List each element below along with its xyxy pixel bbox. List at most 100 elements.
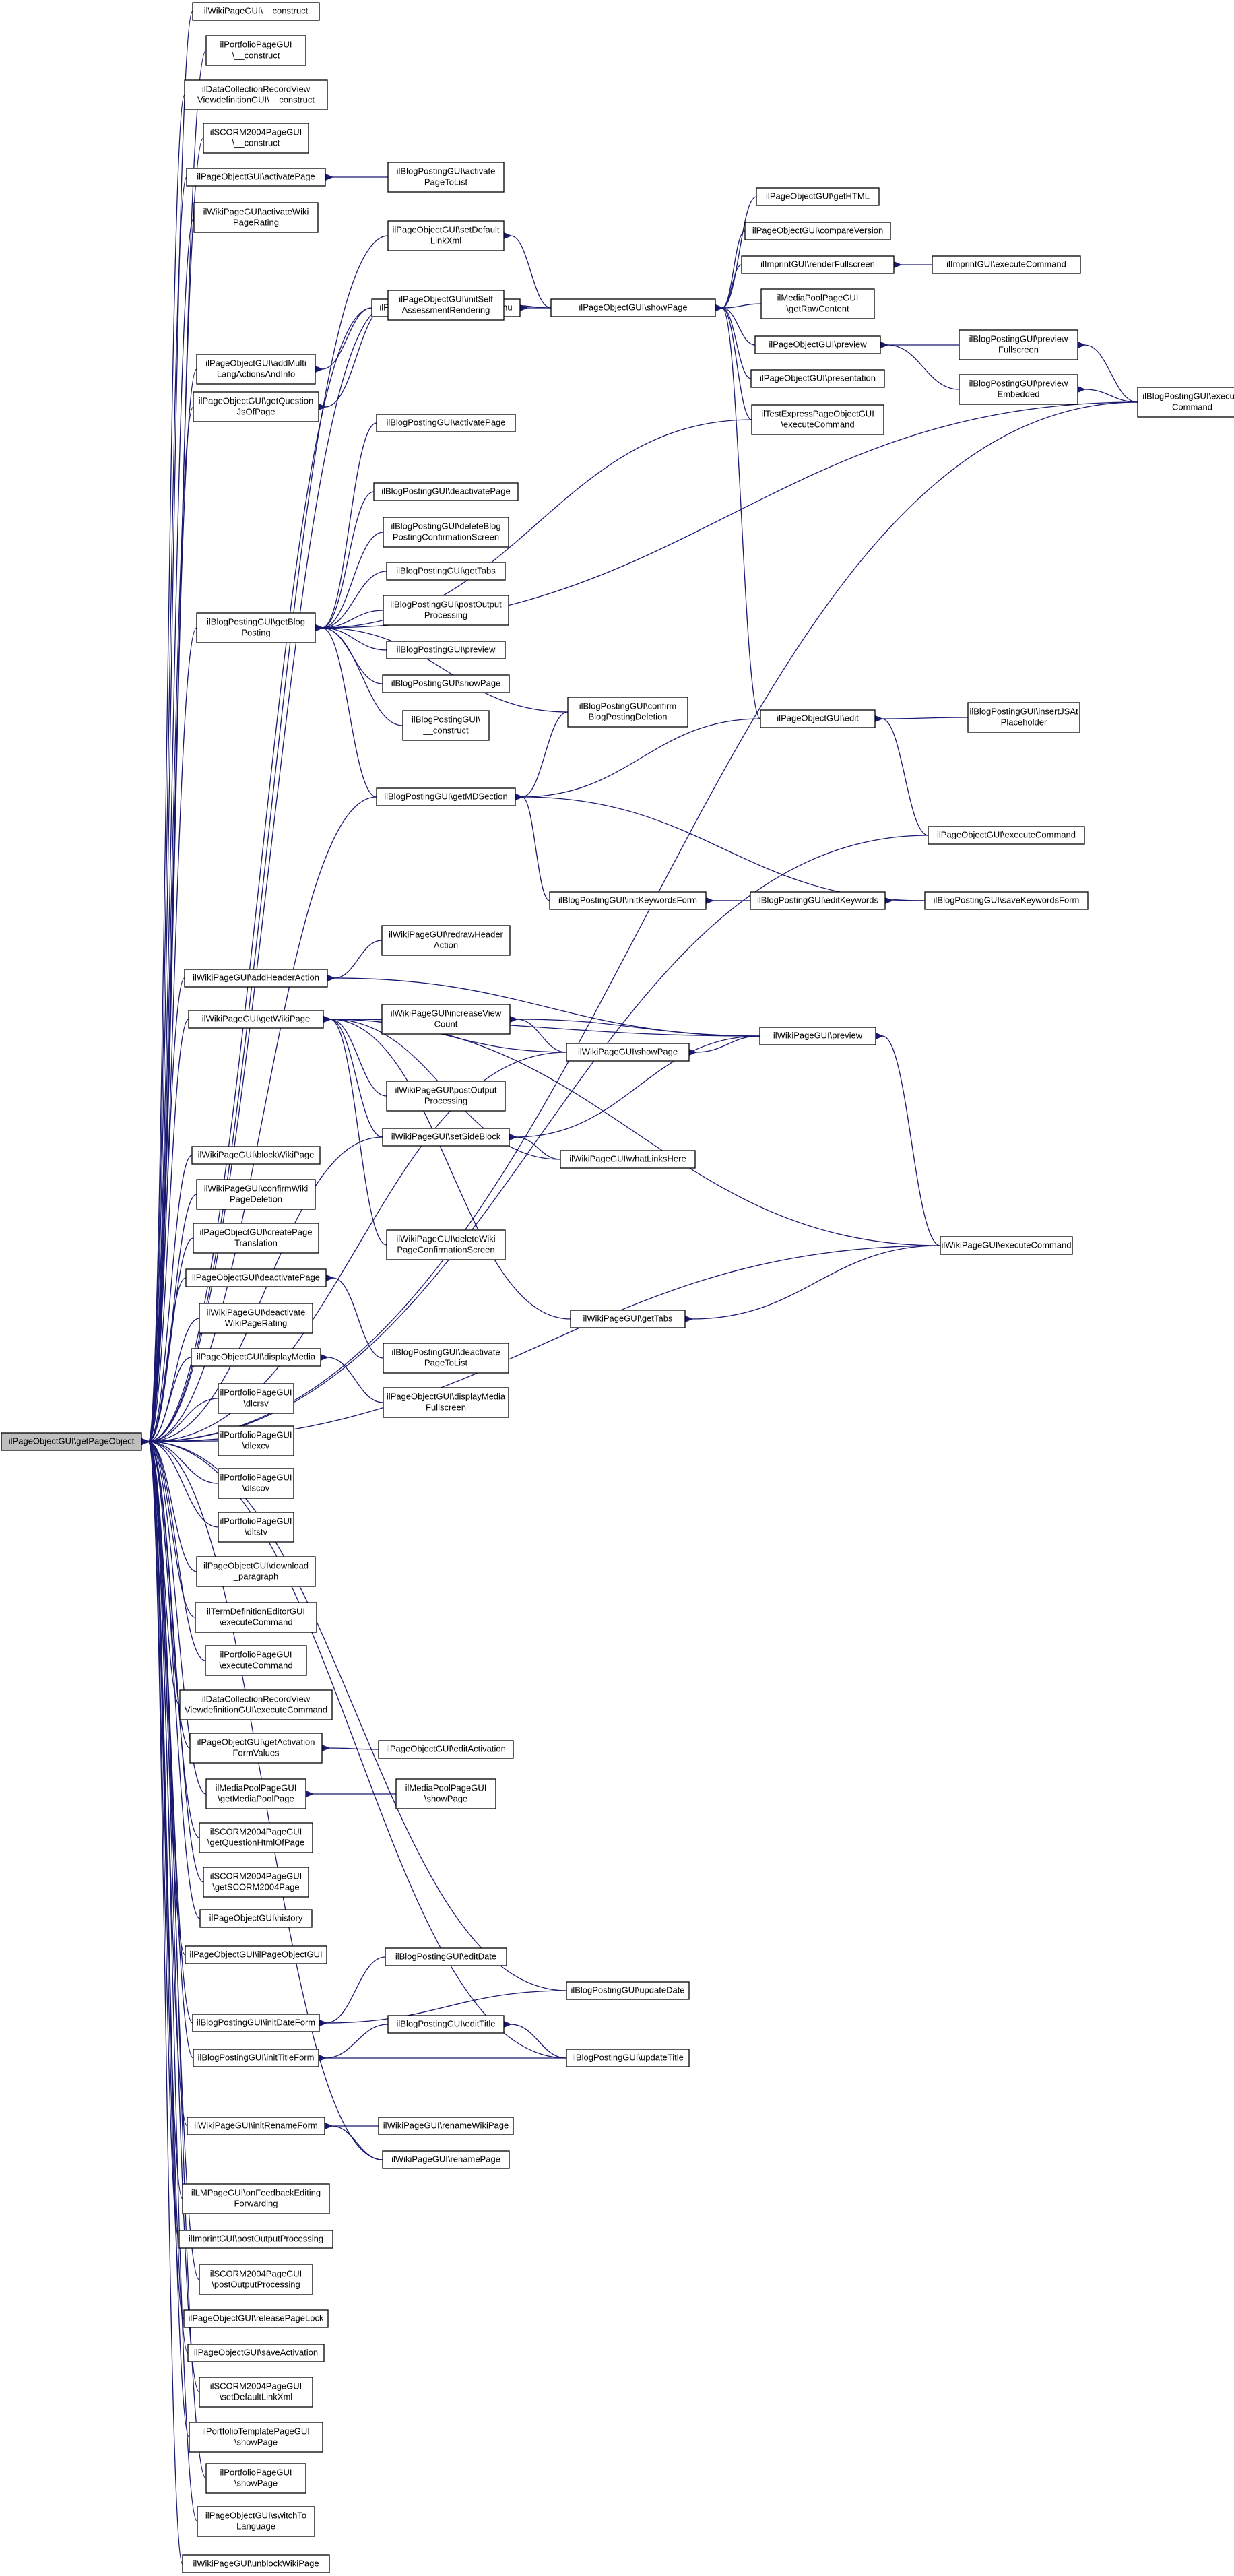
caller-node[interactable]: ilPortfolioPageGUI\dlscov xyxy=(218,1468,294,1499)
node-label: ilWikiPageGUI\postOutput xyxy=(395,1085,496,1095)
caller-node[interactable]: ilSCORM2004PageGUI\postOutputProcessing xyxy=(199,2264,313,2295)
caller-node[interactable]: ilWikiPageGUI\executeCommand xyxy=(940,1236,1073,1255)
caller-node[interactable]: ilBlogPostingGUI\deactivatePage xyxy=(373,482,519,501)
caller-node[interactable]: ilWikiPageGUI\deleteWikiPageConfirmation… xyxy=(386,1229,506,1260)
caller-node[interactable]: ilWikiPageGUI\preview xyxy=(759,1027,876,1045)
caller-node[interactable]: ilWikiPageGUI\postOutputProcessing xyxy=(386,1081,506,1112)
caller-node[interactable]: ilMediaPoolPageGUI\getRawContent xyxy=(760,288,875,319)
caller-node[interactable]: ilPageObjectGUI\saveActivation xyxy=(187,2344,325,2362)
caller-node[interactable]: ilWikiPageGUI\whatLinksHere xyxy=(560,1150,696,1169)
caller-node[interactable]: ilDataCollectionRecordViewViewdefinition… xyxy=(184,79,328,110)
caller-node[interactable]: ilPageObjectGUI\presentation xyxy=(750,369,885,388)
caller-node[interactable]: ilBlogPostingGUI\confirmBlogPostingDelet… xyxy=(567,697,688,728)
caller-node[interactable]: ilWikiPageGUI\getTabs xyxy=(570,1310,686,1328)
caller-node[interactable]: ilWikiPageGUI\showPage xyxy=(566,1043,690,1062)
caller-node[interactable]: ilWikiPageGUI\initRenameForm xyxy=(187,2117,325,2135)
caller-node[interactable]: ilPageObjectGUI\history xyxy=(199,1909,313,1928)
caller-node[interactable]: ilBlogPostingGUI\initTitleForm xyxy=(193,2049,319,2067)
caller-node[interactable]: ilBlogPostingGUI\editKeywords xyxy=(750,891,886,910)
caller-node[interactable]: ilBlogPostingGUI\editDate xyxy=(385,1947,507,1966)
caller-node[interactable]: ilPageObjectGUI\setDefaultLinkXml xyxy=(387,220,505,251)
caller-node[interactable]: ilBlogPostingGUI\deleteBlogPostingConfir… xyxy=(383,517,509,548)
caller-node[interactable]: ilBlogPostingGUI\getTabs xyxy=(386,562,506,581)
caller-node[interactable]: ilPageObjectGUI\initSelfAssessmentRender… xyxy=(387,290,505,321)
caller-node[interactable]: ilSCORM2004PageGUI\getSCORM2004Page xyxy=(203,1867,309,1898)
caller-node[interactable]: ilWikiPageGUI\addHeaderAction xyxy=(184,969,328,988)
caller-node[interactable]: ilPageObjectGUI\deactivatePage xyxy=(185,1268,327,1287)
caller-node[interactable]: ilBlogPostingGUI\activatePage xyxy=(376,414,516,432)
caller-node[interactable]: ilImprintGUI\renderFullscreen xyxy=(741,255,895,274)
root-node[interactable]: ilPageObjectGUI\getPageObject xyxy=(1,1432,142,1451)
caller-node[interactable]: ilBlogPostingGUI\saveKeywordsForm xyxy=(924,891,1089,910)
caller-node[interactable]: ilPageObjectGUI\compareVersion xyxy=(744,222,891,240)
caller-node[interactable]: ilPageObjectGUI\download_paragraph xyxy=(196,1556,316,1587)
caller-node[interactable]: ilBlogPostingGUI\updateDate xyxy=(566,1981,690,2000)
call-edge xyxy=(515,711,569,801)
caller-node[interactable]: ilWikiPageGUI\setSideBlock xyxy=(382,1128,510,1147)
caller-node[interactable]: ilWikiPageGUI\unblockWikiPage xyxy=(182,2554,330,2573)
caller-node[interactable]: ilPageObjectGUI\displayMedia xyxy=(191,1348,321,1367)
caller-node[interactable]: ilPageObjectGUI\editActivation xyxy=(378,1740,514,1759)
caller-node[interactable]: ilMediaPoolPageGUI\showPage xyxy=(395,1778,496,1809)
caller-node[interactable]: ilPortfolioPageGUI\showPage xyxy=(205,2463,306,2494)
caller-node[interactable]: ilBlogPostingGUI\__construct xyxy=(402,710,490,741)
caller-node[interactable]: ilPageObjectGUI\getHTML xyxy=(756,187,880,206)
caller-node[interactable]: ilBlogPostingGUI\getMDSection xyxy=(376,787,516,806)
caller-node[interactable]: ilPageObjectGUI\releasePageLock xyxy=(183,2309,329,2328)
caller-node[interactable]: ilWikiPageGUI\blockWikiPage xyxy=(191,1146,321,1165)
caller-node[interactable]: ilWikiPageGUI\renamePage xyxy=(382,2150,510,2169)
caller-node[interactable]: ilWikiPageGUI\__construct xyxy=(192,2,320,21)
caller-node[interactable]: ilPageObjectGUI\addMultiLangActionsAndIn… xyxy=(196,354,316,385)
caller-node[interactable]: ilPortfolioPageGUI\executeCommand xyxy=(205,1645,307,1676)
caller-node[interactable]: ilWikiPageGUI\getWikiPage xyxy=(188,1010,324,1029)
caller-node[interactable]: ilPageObjectGUI\activatePage xyxy=(186,168,326,187)
caller-node[interactable]: ilSCORM2004PageGUI\__construct xyxy=(203,123,309,154)
caller-node[interactable]: ilMediaPoolPageGUI\getMediaPoolPage xyxy=(205,1778,306,1809)
caller-node[interactable]: ilBlogPostingGUI\postOutputProcessing xyxy=(383,595,509,626)
caller-node[interactable]: ilPageObjectGUI\showPage xyxy=(550,298,716,317)
caller-node[interactable]: ilPageObjectGUI\executeCommand xyxy=(928,826,1085,845)
caller-node[interactable]: ilPageObjectGUI\edit xyxy=(760,709,876,728)
caller-node[interactable]: ilBlogPostingGUI\initDateForm xyxy=(192,2014,320,2032)
caller-node[interactable]: ilPortfolioPageGUI\dlcrsv xyxy=(218,1383,294,1414)
caller-node[interactable]: ilImprintGUI\postOutputProcessing xyxy=(178,2230,333,2249)
caller-node[interactable]: ilBlogPostingGUI\executeCommand xyxy=(1137,387,1234,418)
caller-node[interactable]: ilSCORM2004PageGUI\getQuestionHtmlOfPage xyxy=(199,1822,313,1853)
caller-node[interactable]: ilPortfolioTemplatePageGUI\showPage xyxy=(189,2422,323,2453)
caller-node[interactable]: ilPortfolioPageGUI\__construct xyxy=(205,35,306,66)
caller-node[interactable]: ilImprintGUI\executeCommand xyxy=(932,255,1081,274)
node-box xyxy=(570,1310,686,1328)
caller-node[interactable]: ilPortfolioPageGUI\dlexcv xyxy=(218,1425,294,1456)
caller-node[interactable]: ilBlogPostingGUI\preview xyxy=(386,641,506,659)
caller-node[interactable]: ilTermDefinitionEditorGUI\executeCommand xyxy=(195,1602,317,1633)
caller-node[interactable]: ilBlogPostingGUI\editTitle xyxy=(387,2015,505,2034)
caller-node[interactable]: ilPageObjectGUI\preview xyxy=(754,335,881,354)
caller-node[interactable]: ilTestExpressPageObjectGUI\executeComman… xyxy=(751,404,884,435)
caller-node[interactable]: ilSCORM2004PageGUI\setDefaultLinkXml xyxy=(199,2377,313,2408)
caller-node[interactable]: ilBlogPostingGUI\initKeywordsForm xyxy=(549,891,707,910)
caller-node[interactable]: ilDataCollectionRecordViewViewdefinition… xyxy=(179,1689,333,1720)
caller-node[interactable]: ilBlogPostingGUI\updateTitle xyxy=(566,2049,690,2067)
caller-node[interactable]: ilPageObjectGUI\ilPageObjectGUI xyxy=(185,1945,327,1964)
caller-node[interactable]: ilBlogPostingGUI\showPage xyxy=(382,674,510,693)
caller-node[interactable]: ilWikiPageGUI\renameWikiPage xyxy=(378,2117,514,2135)
call-edge xyxy=(141,401,1138,1446)
caller-node[interactable]: ilPortfolioPageGUI\dltstv xyxy=(218,1512,294,1543)
